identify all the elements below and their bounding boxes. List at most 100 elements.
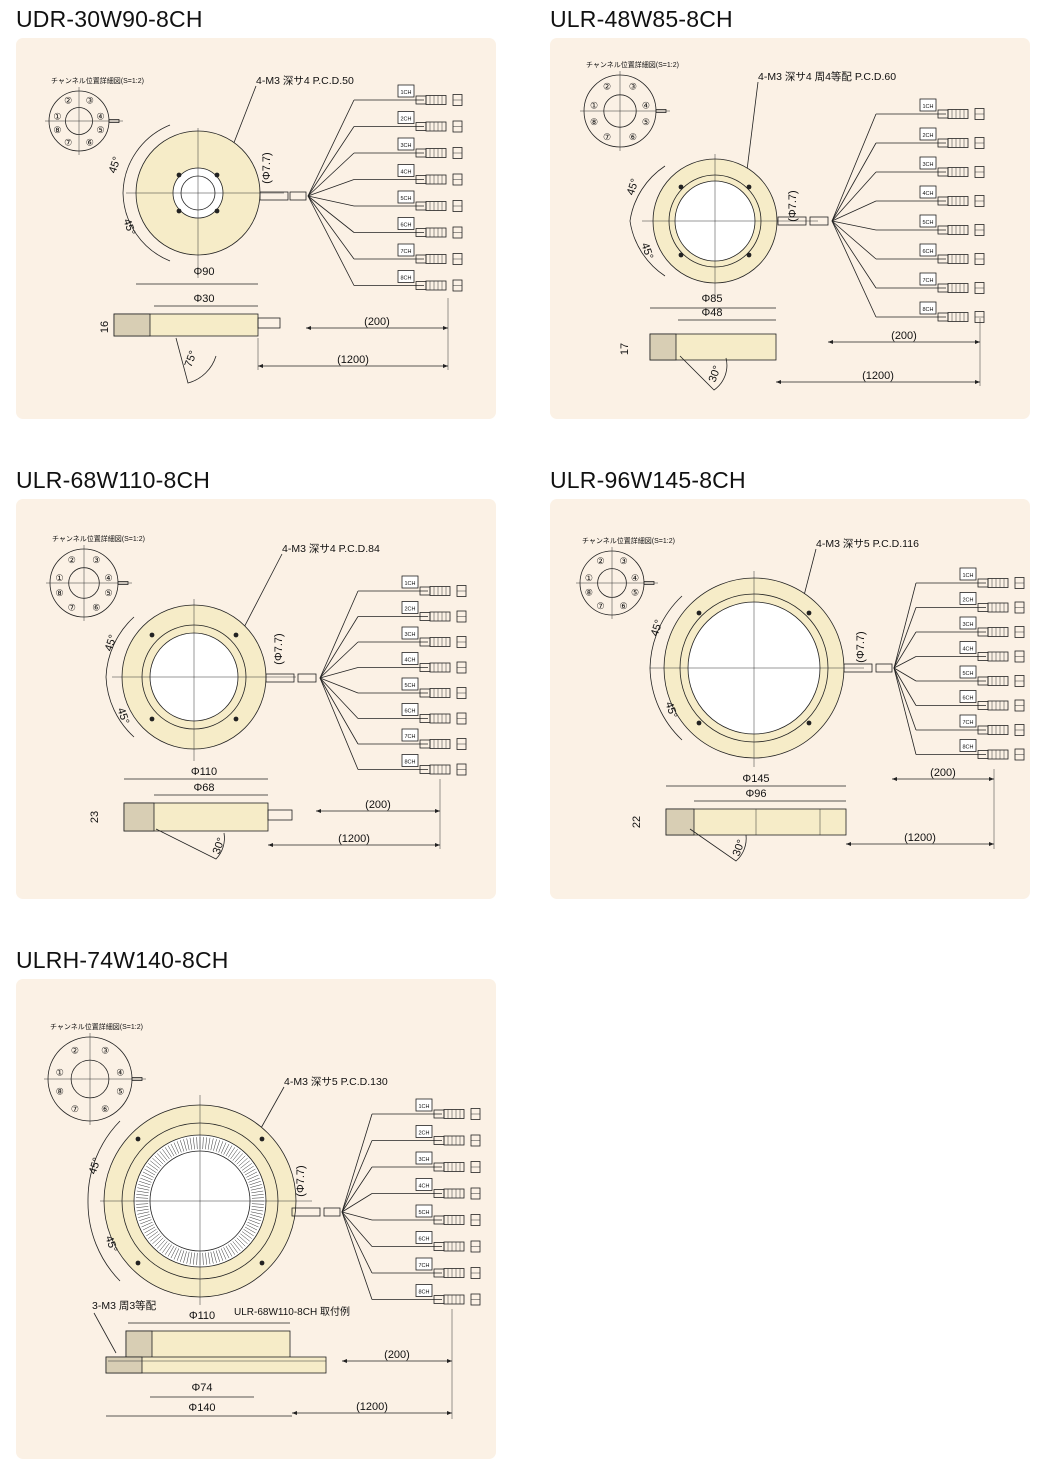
- p1-tag-5: [397, 190, 415, 204]
- p2-channel-detail-num-8: ⑧: [590, 117, 598, 127]
- p2-mount-hole-1: [678, 184, 684, 190]
- product-title-3: ULR-68W110-8CH: [16, 467, 211, 493]
- product-title-1: UDR-30W90-8CH: [16, 6, 203, 32]
- p3-wire-2: [319, 616, 359, 679]
- p5-ch-label-3: 3CH: [418, 1157, 429, 1163]
- p2-tag-1: [919, 98, 937, 112]
- p5-channel-detail-num-1: ①: [56, 1068, 64, 1078]
- p2-tag-7: [919, 272, 937, 286]
- p5-wire-3: [341, 1166, 373, 1213]
- p2-dim-200-label: (200): [891, 330, 917, 342]
- p5-channel-detail-num-8: ⑧: [56, 1087, 64, 1097]
- p5-led-tick-28: [207, 1252, 211, 1265]
- p3-wire-1: [319, 590, 359, 679]
- p4-dim-1200-label: (1200): [904, 832, 936, 844]
- p5-led-tick-115: [249, 1180, 261, 1186]
- p4-channel-detail-num-3: ③: [619, 556, 627, 566]
- p4-mount-hole-4: [806, 720, 812, 726]
- p5-led-tick-83: [173, 1142, 180, 1154]
- p2-conn-b-2: [947, 138, 969, 148]
- p2-wire-7: [831, 220, 877, 289]
- p5-ch-label-7: 7CH: [418, 1263, 429, 1269]
- p5-mount-label: 4-M3 深サ5 P.C.D.130: [284, 1076, 388, 1088]
- p2-height: 17: [619, 343, 631, 355]
- p5-led-tick-2: [251, 1203, 264, 1205]
- p1-dim-200-arrow-l: [306, 326, 311, 330]
- p3-conn-b-6: [429, 713, 451, 724]
- p3-channel-detail-num-4: ④: [104, 573, 112, 583]
- p5-led-tick-62: [136, 1197, 149, 1199]
- p2-inner-dia: Φ48: [701, 307, 722, 319]
- p4-tag-1: [959, 567, 977, 581]
- p4-ch-label-1: 1CH: [962, 573, 973, 579]
- p5-led-tick-8: [248, 1219, 260, 1225]
- p2-tag-5: [919, 214, 937, 228]
- p3-dim-1200-label: (1200): [338, 833, 370, 845]
- p4-ch-label-7: 7CH: [962, 720, 973, 726]
- p5-cable-gland: [291, 1207, 321, 1217]
- p5-led-tick-88: [189, 1137, 193, 1150]
- p5-led-tick-120: [251, 1197, 264, 1199]
- p5-led-tick-106: [236, 1155, 246, 1165]
- p3-tag-4: [401, 652, 419, 665]
- p2-ch-label-5: 5CH: [922, 220, 933, 226]
- p4-height: 22: [631, 816, 643, 828]
- p5-tag-3: [415, 1151, 433, 1165]
- p5-channel-detail-num-7: ⑦: [71, 1104, 79, 1114]
- p5-tag-1: [415, 1098, 433, 1112]
- p4-tag-6: [959, 690, 977, 703]
- p5-side-upper: [125, 1330, 291, 1362]
- p5-led-tick-19: [230, 1242, 238, 1253]
- p5-led-tick-50: [146, 1229, 157, 1237]
- p5-ch-label-2: 2CH: [418, 1131, 429, 1137]
- p3-dim-1200-arrow-l: [268, 843, 273, 847]
- p5-ch-label-6: 6CH: [418, 1237, 429, 1243]
- p3-conn-b-8: [429, 764, 451, 775]
- p1-cable-dia: (Φ7.7): [261, 152, 273, 183]
- p3-outer-dia: Φ110: [191, 766, 217, 778]
- p4-tag-8: [959, 739, 977, 752]
- p5-led-tick-48: [150, 1233, 160, 1242]
- p5-led-tick-16: [236, 1237, 246, 1247]
- p2-side-section: [649, 333, 677, 361]
- p5-led-tick-56: [138, 1214, 150, 1218]
- p4-channel-detail-num-1: ①: [585, 573, 593, 583]
- p1-side-cable: [257, 317, 281, 329]
- p3-side-angle: 30°: [211, 836, 228, 856]
- p5-led-tick-72: [146, 1165, 157, 1173]
- p2-channel-detail-num-7: ⑦: [603, 132, 611, 142]
- p2-ch-label-3: 3CH: [922, 162, 933, 168]
- p5-led-tick-92: [202, 1137, 204, 1150]
- p4-side-angle-arc: [689, 828, 747, 862]
- p1-channel-detail-num-4: ④: [97, 112, 105, 122]
- p4-angle-bot: 45°: [663, 700, 680, 720]
- p1-wire-6: [307, 195, 355, 233]
- p5-led-tick-53: [141, 1221, 153, 1228]
- p5-tag-4: [415, 1178, 433, 1191]
- p2-mount-hole-3: [678, 252, 684, 258]
- p5-conn-b-2: [443, 1135, 465, 1146]
- p5-led-tick-47: [152, 1235, 162, 1245]
- p5-led-tick-66: [138, 1184, 150, 1188]
- p1-ch-label-1: 1CH: [400, 90, 411, 96]
- p1-wire-5: [307, 195, 355, 207]
- p5-channel-detail-num-6: ⑥: [101, 1104, 109, 1114]
- p3-mount-hole-3: [149, 716, 155, 722]
- p3-wire-5: [319, 677, 359, 694]
- product-title-2: ULR-48W85-8CH: [550, 6, 733, 32]
- p4-channel-detail-title: チャンネル位置詳細図(S=1:2): [582, 536, 675, 545]
- p4-tag-5: [959, 665, 977, 679]
- p5-cable-sleeve: [323, 1207, 341, 1217]
- p5-led-tick-60: [136, 1203, 149, 1205]
- p5-led-tick-81: [167, 1145, 175, 1157]
- p3-dim-200-arrow-l: [316, 809, 321, 813]
- p4-cable-sleeve: [875, 663, 893, 673]
- product-title-4: ULR-96W145-8CH: [550, 467, 746, 493]
- p2-channel-detail-num-1: ①: [590, 101, 598, 111]
- p3-angle-bot: 45°: [115, 706, 132, 726]
- p5-led-tick-25: [215, 1250, 221, 1262]
- p3-conn-b-1: [429, 586, 451, 596]
